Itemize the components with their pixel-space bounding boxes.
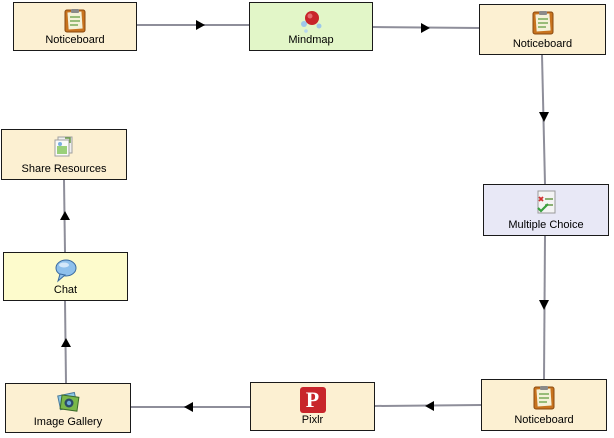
transition-3[interactable]: [539, 54, 549, 185]
noticeboard-icon: [533, 386, 555, 410]
activity-label: Image Gallery: [33, 416, 103, 428]
transition-6[interactable]: [131, 402, 250, 412]
activity-label: Chat: [53, 284, 78, 296]
activity-multiple-choice[interactable]: Multiple Choice: [483, 184, 609, 236]
pixlr-icon-letter: P: [305, 387, 320, 412]
image-gallery-icon: [57, 391, 80, 412]
activity-noticeboard-1[interactable]: Noticeboard: [13, 2, 137, 51]
chat-icon: [55, 259, 76, 283]
mindmap-icon: [301, 11, 322, 33]
activity-label: Noticeboard: [45, 34, 105, 46]
activity-noticeboard-2[interactable]: Noticeboard: [479, 4, 606, 55]
transition-1[interactable]: [137, 20, 249, 30]
activity-label: Noticeboard: [512, 38, 573, 50]
transition-4[interactable]: [539, 235, 549, 380]
transition-8[interactable]: [60, 179, 70, 253]
share-resources-icon: [54, 136, 73, 157]
transition-2[interactable]: [372, 23, 480, 33]
activity-label: Multiple Choice: [508, 219, 584, 231]
activity-noticeboard-3[interactable]: Noticeboard: [481, 379, 607, 431]
activity-pixlr[interactable]: P Pixlr: [250, 382, 375, 431]
noticeboard-icon: [64, 9, 86, 33]
multiple-choice-icon: [537, 190, 556, 214]
pixlr-icon: P: [299, 387, 326, 413]
transition-7[interactable]: [61, 300, 71, 384]
noticeboard-icon: [532, 11, 553, 35]
activity-label: Noticeboard: [514, 414, 574, 426]
activity-label: Pixlr: [301, 414, 324, 426]
activity-image-gallery[interactable]: Image Gallery: [5, 383, 131, 433]
activity-mindmap[interactable]: Mindmap: [249, 2, 373, 51]
activity-label: Mindmap: [288, 34, 334, 46]
activity-share-resources[interactable]: Share Resources: [1, 129, 127, 180]
activity-chat[interactable]: Chat: [3, 252, 128, 301]
transition-5[interactable]: [374, 401, 482, 411]
activity-label: Share Resources: [21, 163, 107, 175]
